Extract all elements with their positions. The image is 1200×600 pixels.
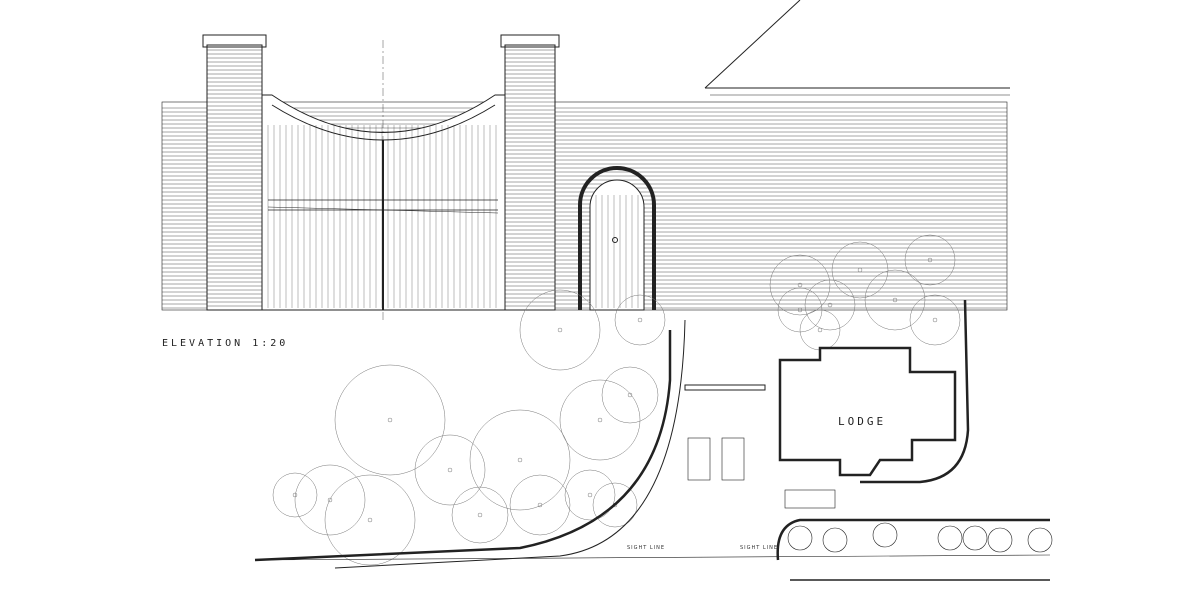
sight-line-label: SIGHT LINE (740, 545, 779, 551)
tree-trunk (597, 417, 603, 423)
tree-trunk (797, 307, 803, 313)
roof-line (704, 0, 801, 89)
tree-canopy (614, 294, 666, 346)
shrub (787, 525, 813, 551)
elevation-view (161, 0, 1010, 320)
tree-trunk (367, 517, 373, 523)
site-plan (254, 234, 1053, 581)
tree-trunk (637, 317, 643, 323)
tree-canopy (769, 254, 831, 316)
left-pier-cap (202, 34, 267, 48)
tree-canopy (904, 234, 956, 286)
tree-canopy (909, 294, 961, 346)
tree-canopy (509, 474, 571, 536)
left-pier (206, 44, 263, 311)
tree-trunk (892, 297, 898, 303)
tree-trunk (797, 282, 803, 288)
tree-canopy (272, 472, 318, 518)
right-pier (504, 44, 556, 311)
tree-canopy (592, 482, 638, 528)
tree-canopy (804, 279, 856, 331)
tree-trunk (517, 457, 523, 463)
tree-canopy (519, 289, 601, 371)
tree-canopy (414, 434, 486, 506)
arch-surround (578, 166, 656, 310)
tree-trunk (447, 467, 453, 473)
tree-trunk (927, 257, 933, 263)
shrub (872, 522, 898, 548)
garden-wall (860, 299, 970, 484)
tree-trunk (387, 417, 393, 423)
tree-canopy (601, 366, 659, 424)
gate-opening (684, 384, 766, 391)
shrub (1027, 527, 1053, 553)
tree-trunk (477, 512, 483, 518)
wall-outline (161, 101, 1008, 311)
tree-trunk (857, 267, 863, 273)
tree-trunk (627, 392, 633, 398)
tree-canopy (469, 409, 571, 511)
curved-boundary-wall-right (776, 518, 1050, 561)
arched-door (589, 179, 645, 311)
shrub (937, 525, 963, 551)
right-pier-cap (500, 34, 560, 48)
door-knocker (612, 237, 618, 243)
tree-canopy (559, 379, 641, 461)
tree-canopy (564, 469, 616, 521)
lodge-label: LODGE (838, 415, 887, 428)
shrub (962, 525, 988, 551)
tree-trunk (587, 492, 593, 498)
tree-canopy (294, 464, 366, 536)
sight-line-label: SIGHT LINE (627, 545, 666, 551)
elevation-title: ELEVATION 1:20 (162, 338, 289, 349)
tree-canopy (864, 269, 926, 331)
tree-trunk (292, 492, 298, 498)
tree-trunk (557, 327, 563, 333)
sight-line (254, 554, 1051, 561)
shrub (822, 527, 848, 553)
tree-trunk (327, 497, 333, 503)
tree-canopy (799, 309, 841, 351)
tree-canopy (334, 364, 446, 476)
tree-canopy (324, 474, 416, 566)
tree-canopy (451, 486, 509, 544)
shrub (987, 527, 1013, 553)
tree-canopy (777, 287, 823, 333)
tree-trunk (932, 317, 938, 323)
tree-trunk (827, 302, 833, 308)
tree-trunk (817, 327, 823, 333)
curved-boundary-wall-left (254, 330, 672, 562)
lodge-plan (778, 346, 957, 477)
tree-canopy (831, 241, 889, 299)
